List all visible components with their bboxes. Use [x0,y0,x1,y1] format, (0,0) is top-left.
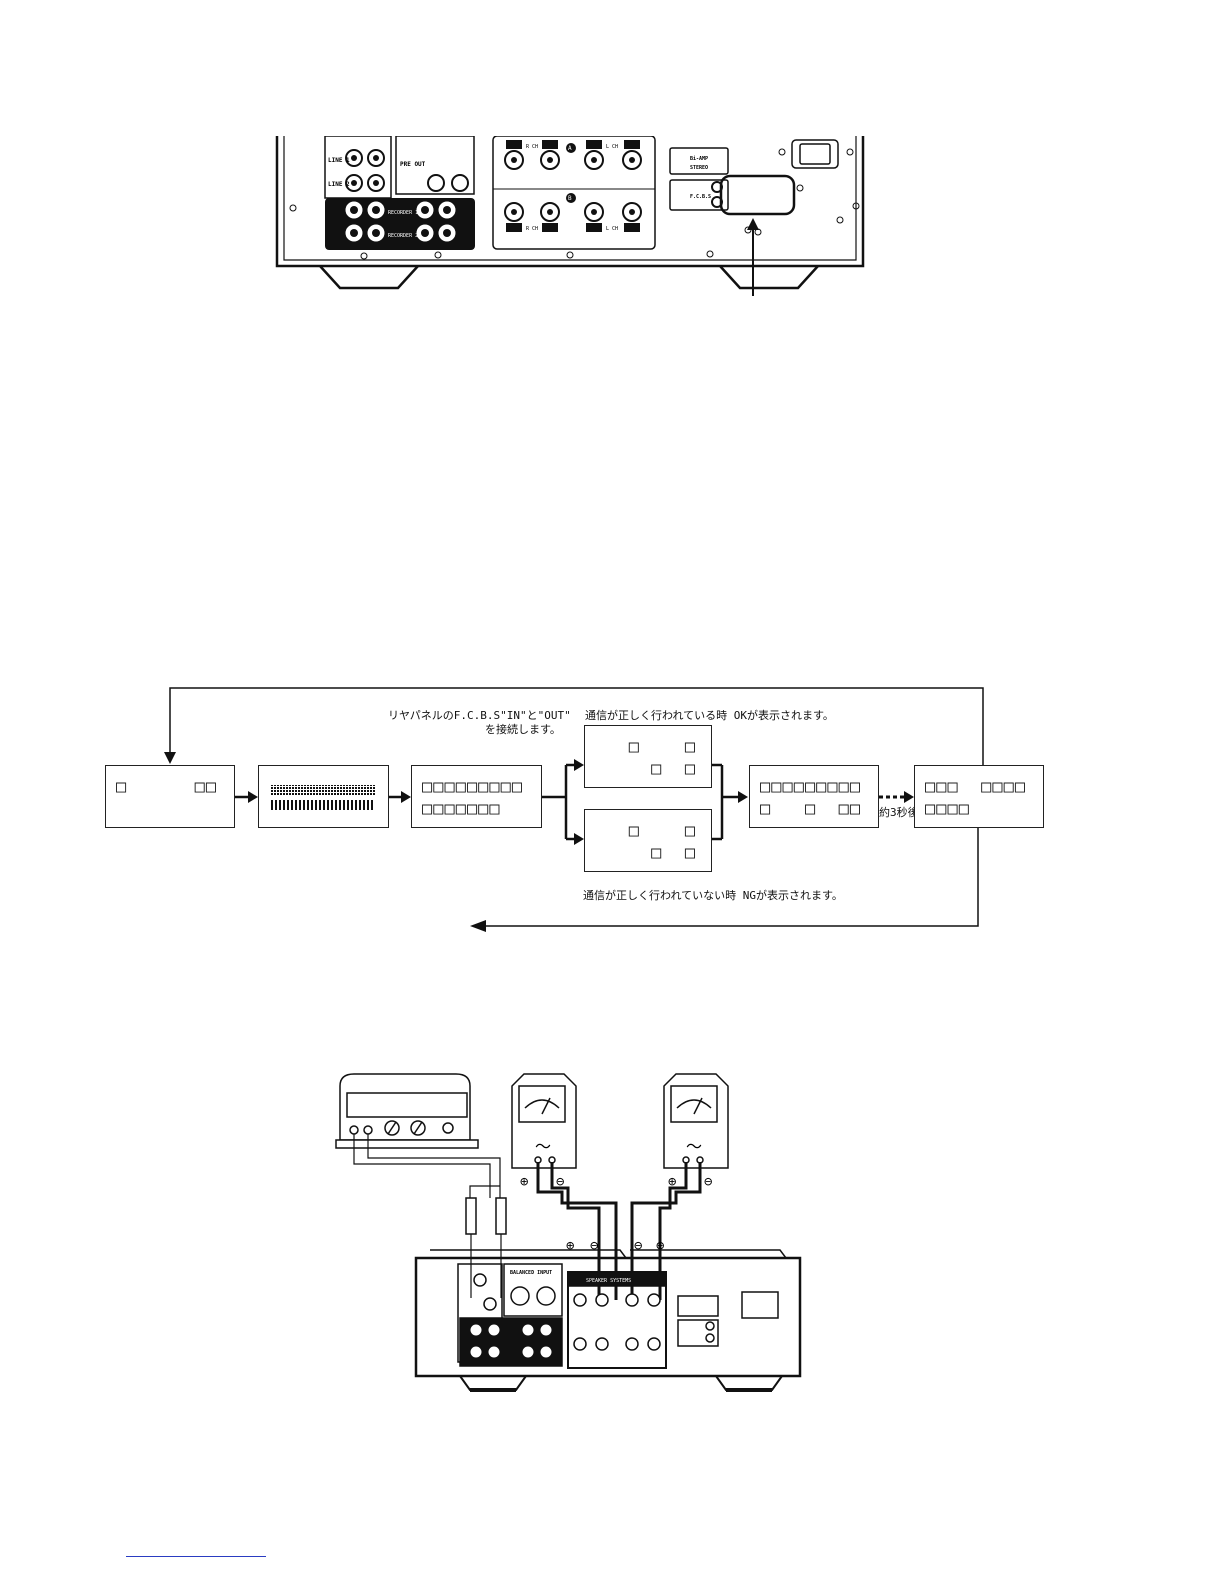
ok-caption: 通信が正しく行われている時 OKが表示されます。 [585,709,834,722]
meter-left-plus: ⊕ [520,1174,529,1190]
ac-voltmeter-left [511,1073,577,1169]
ac-voltmeter-right [663,1073,729,1169]
signal-generator [335,1073,479,1149]
display-box-5-line2: □ □ □□ [760,799,862,819]
amp-lch-plus: ⊕ [656,1238,665,1254]
flow-connectors [164,687,984,932]
display-box-2 [258,765,389,828]
amp-rch-plus: ⊕ [566,1238,575,1254]
speaker-a-label: A [568,145,572,152]
display-box-6: □□□ □□□□ □□□□ [914,765,1044,828]
display-box-1: □ □□ [105,765,235,828]
display-box-ng-line2: □ □ [595,843,697,863]
display-box-ok: □ □ □ □ [584,725,712,788]
recorder1-label: RECORDER 1 [388,210,418,216]
rch-b-label: R CH [526,226,538,232]
ng-caption: 通信が正しく行われていない時 NGが表示されます。 [583,889,843,902]
rch-a-label: R CH [526,144,538,150]
rear-panel-detail-figure: LINE 1 LINE 2 PRE OUT RECORDER 1 RECORDE… [275,136,865,296]
display-box-ng: □ □ □ □ [584,809,712,872]
recorder2-label: RECORDER 2 [388,233,418,239]
connect-instruction-line2: を接続します。 [485,723,561,736]
amp-lch-minus: ⊖ [634,1238,643,1254]
meter-right-minus: ⊖ [704,1174,713,1190]
lch-a-label: L CH [606,144,618,150]
amplifier-rear [414,1249,802,1378]
display-box-6-line1: □□□ □□□□ [925,777,1027,797]
display-box-3: □□□□□□□□□ □□□□□□□ [411,765,542,828]
display-box-3-line1: □□□□□□□□□ [422,777,524,797]
meter-right-plus: ⊕ [668,1174,677,1190]
amp-rch-minus: ⊖ [590,1238,599,1254]
speaker-b-label: B [568,195,572,202]
display-box-6-line2: □□□□ [925,799,970,819]
balanced-input-label: BALANCED INPUT [510,1270,552,1276]
display-box-5-line1: □□□□□□□□□ [760,777,862,797]
pre-out-label: PRE OUT [400,161,426,168]
line2-label: LINE 2 [328,181,350,188]
display-box-3-line2: □□□□□□□ [422,799,501,819]
dot-matrix-pattern [271,785,375,810]
fcbs-label: F.C.B.S [690,194,711,200]
after-3-seconds-label: 約3秒後 [879,806,919,819]
display-box-ng-line1: □ □ [595,821,697,841]
fcbs-highlight [719,174,796,216]
bi-amp-label: Bi-AMP [690,156,708,162]
speaker-systems-label: SPEAKER SYSTEMS [586,1278,631,1284]
line1-label: LINE 1 [328,157,350,164]
connect-instruction-line1: リヤパネルのF.C.B.S"IN"と"OUT" [388,709,571,722]
measurement-setup-figure: ～ ～ ⊕ ⊖ ⊕ ⊖ ⊕ ⊖ ⊖ ⊕ [335,1073,802,1392]
meter-left-symbol: ～ [535,1137,551,1156]
display-box-5: □□□□□□□□□ □ □ □□ [749,765,879,828]
lch-b-label: L CH [606,226,618,232]
display-box-ok-line2: □ □ [595,759,697,779]
display-box-1-line1: □ □□ [116,777,218,797]
display-box-ok-line1: □ □ [595,737,697,757]
meter-left-minus: ⊖ [556,1174,565,1190]
meter-right-symbol: ～ [686,1137,702,1156]
stereo-label: STEREO [690,165,708,171]
footer-link-underline[interactable] [126,1556,266,1557]
